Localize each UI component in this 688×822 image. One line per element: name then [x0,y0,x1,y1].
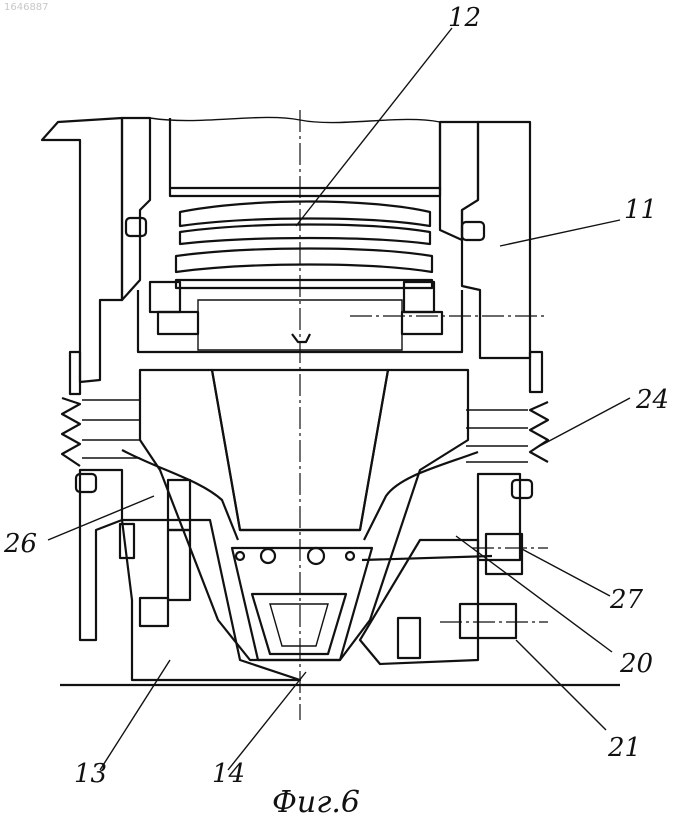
label-20: 20 [619,649,653,679]
label-26: 26 [3,529,37,559]
leader-lines [48,28,630,770]
label-27: 27 [609,585,644,615]
label-12: 12 [448,3,481,33]
watermark-text: 1646887 [4,2,49,13]
label-24: 24 [635,385,669,415]
label-21: 21 [607,733,641,763]
label-13: 13 [74,759,107,789]
figure-caption: Фиг.6 [272,785,360,820]
fasteners [120,480,522,658]
label-14: 14 [212,759,245,789]
reference-labels: 12 11 24 26 27 20 21 13 14 [3,3,669,789]
label-11: 11 [624,195,657,225]
